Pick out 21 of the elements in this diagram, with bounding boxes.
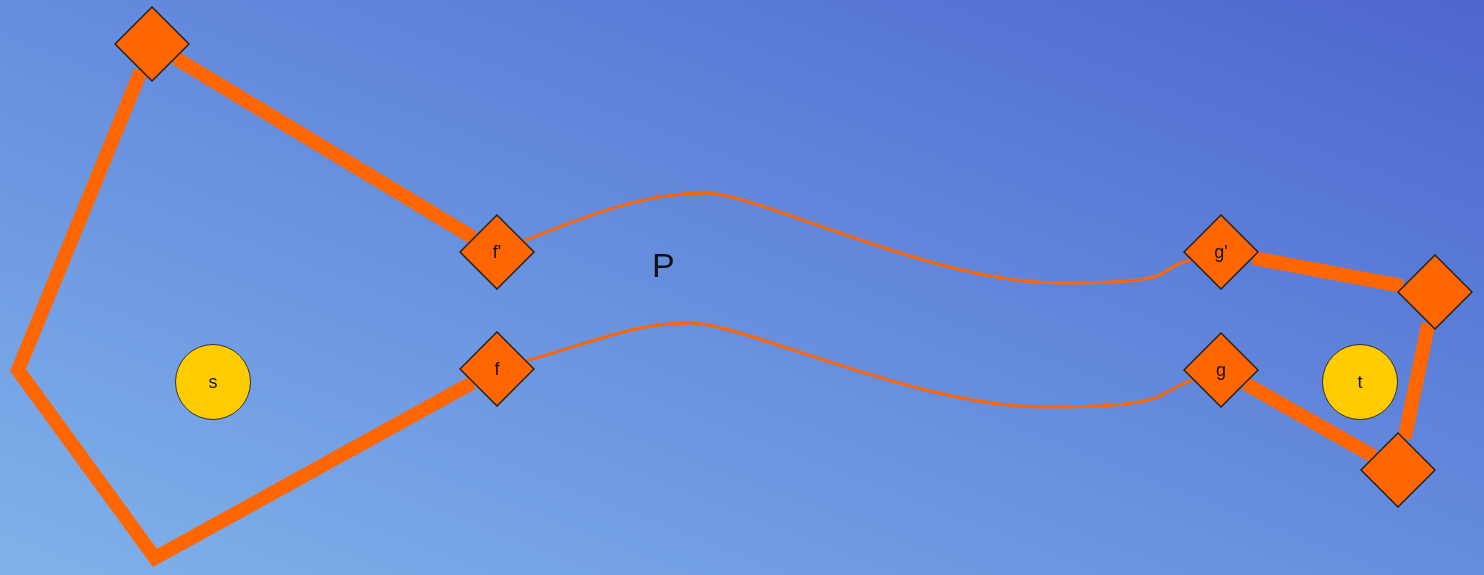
diamond-node [114, 6, 190, 82]
node-label: t [1357, 373, 1363, 391]
diamond-node [459, 331, 535, 407]
connector-line [1251, 251, 1405, 293]
connector-line [526, 321, 1194, 409]
diamond-node [1397, 254, 1473, 330]
region-label: P [652, 248, 675, 282]
diamond-node [1183, 214, 1259, 290]
node-label: g [1216, 361, 1226, 379]
diamond-node [1183, 332, 1259, 408]
diamond-node [1360, 432, 1436, 508]
node-label: f' [492, 243, 502, 261]
connector-line [172, 52, 477, 244]
connector-line [1397, 322, 1436, 440]
node-label: g' [1214, 243, 1228, 261]
connector-line [1241, 377, 1378, 463]
connector-line [523, 191, 1192, 285]
node-label: f [494, 360, 500, 378]
connector-line [10, 68, 476, 568]
node-label: s [208, 373, 218, 391]
diamond-node [459, 214, 535, 290]
